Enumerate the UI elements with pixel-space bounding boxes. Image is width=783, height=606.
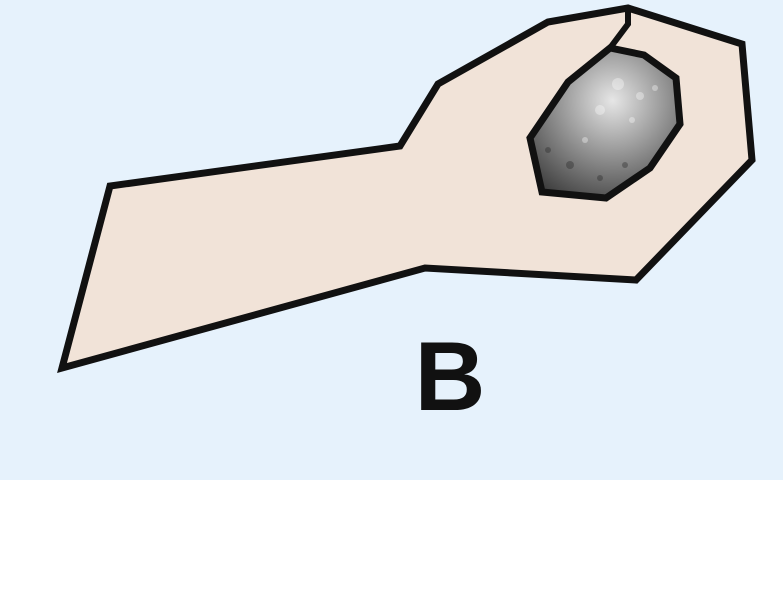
- panel-b: B: [0, 0, 783, 480]
- panel-label: B: [414, 321, 486, 431]
- stone-shape: [526, 44, 684, 202]
- stone-texture: [582, 78, 658, 143]
- hand-illustration: [57, 4, 756, 373]
